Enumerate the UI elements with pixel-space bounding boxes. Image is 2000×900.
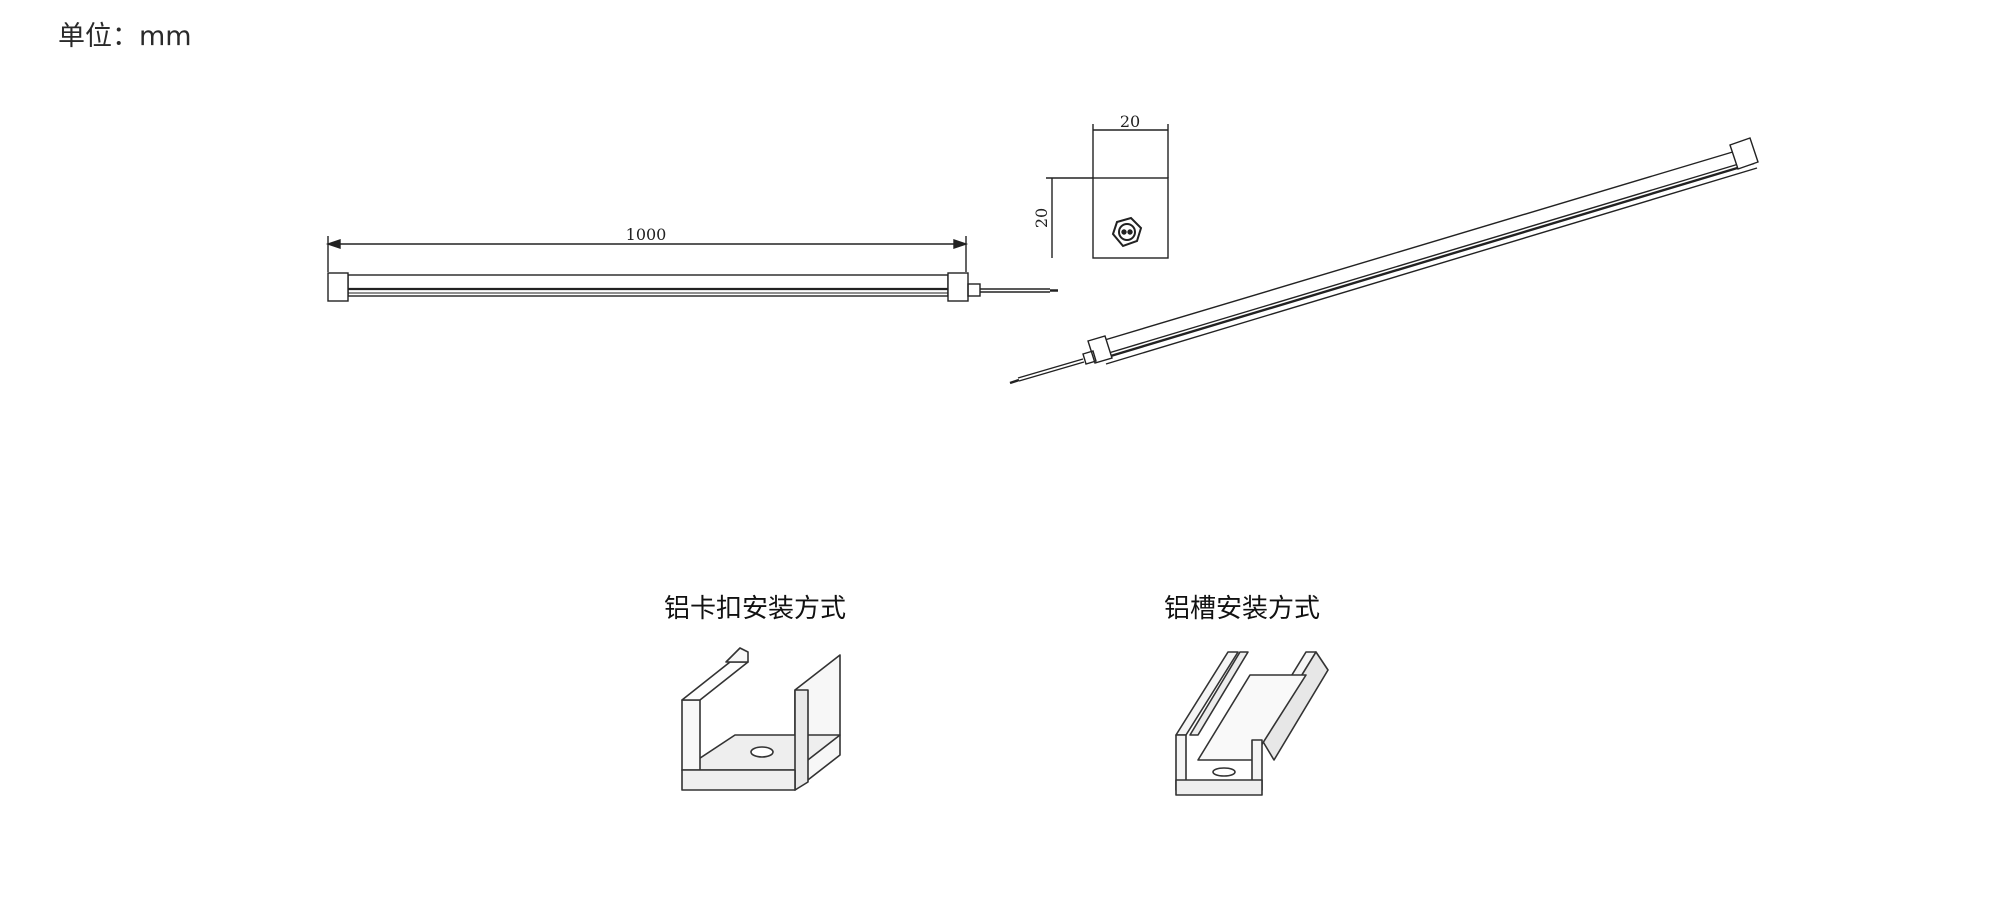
iso-cable-top: [1017, 358, 1084, 379]
clip-bottom-edge: [681, 769, 796, 791]
channel-front-base: [1175, 779, 1263, 796]
iso-cable-bottom: [1018, 361, 1085, 382]
aluminum-clip-illustration: [681, 647, 841, 791]
aluminum-channel-illustration: [1175, 651, 1329, 796]
end-cap-right: [947, 272, 969, 302]
width-label: 20: [1120, 112, 1140, 131]
clip-front-wall: [681, 699, 701, 771]
arrow-left: [325, 239, 341, 249]
iso-cable-tip: [1009, 378, 1020, 385]
iso-end-cap-left: [1087, 335, 1113, 364]
side-view: [325, 236, 1058, 302]
connector: [967, 283, 981, 297]
end-cap-left: [327, 272, 349, 302]
unit-label: 单位：mm: [58, 21, 192, 52]
isometric-view: [1009, 137, 1759, 385]
iso-body-top-edge: [1097, 147, 1747, 343]
iso-end-cap-right: [1729, 137, 1759, 170]
channel-caption: 铝槽安装方式: [1164, 594, 1321, 624]
iso-body-dark-edge: [1103, 161, 1755, 360]
iso-body-mid-edge: [1101, 159, 1753, 356]
length-label: 1000: [626, 225, 667, 244]
channel-left-inner-rib: [1189, 651, 1249, 736]
channel-floor: [1197, 674, 1307, 761]
connector-hex-inner: [1118, 223, 1136, 241]
clip-caption: 铝卡扣安装方式: [664, 594, 847, 624]
clip-front-lip: [725, 647, 749, 663]
connector-hex-outer: [1111, 216, 1143, 248]
end-view: [1046, 124, 1169, 259]
clip-front-top: [681, 661, 749, 701]
pin-right: [1127, 229, 1133, 235]
clip-rear-face: [794, 689, 809, 791]
channel-screw-hole: [1212, 767, 1236, 777]
arrow-right: [953, 239, 969, 249]
pin-left: [1121, 229, 1127, 235]
height-label: 20: [1032, 208, 1051, 228]
clip-screw-hole: [750, 746, 774, 758]
iso-connector: [1082, 350, 1097, 365]
profile-square: [1092, 177, 1169, 259]
iso-body-bottom-edge: [1105, 167, 1758, 365]
